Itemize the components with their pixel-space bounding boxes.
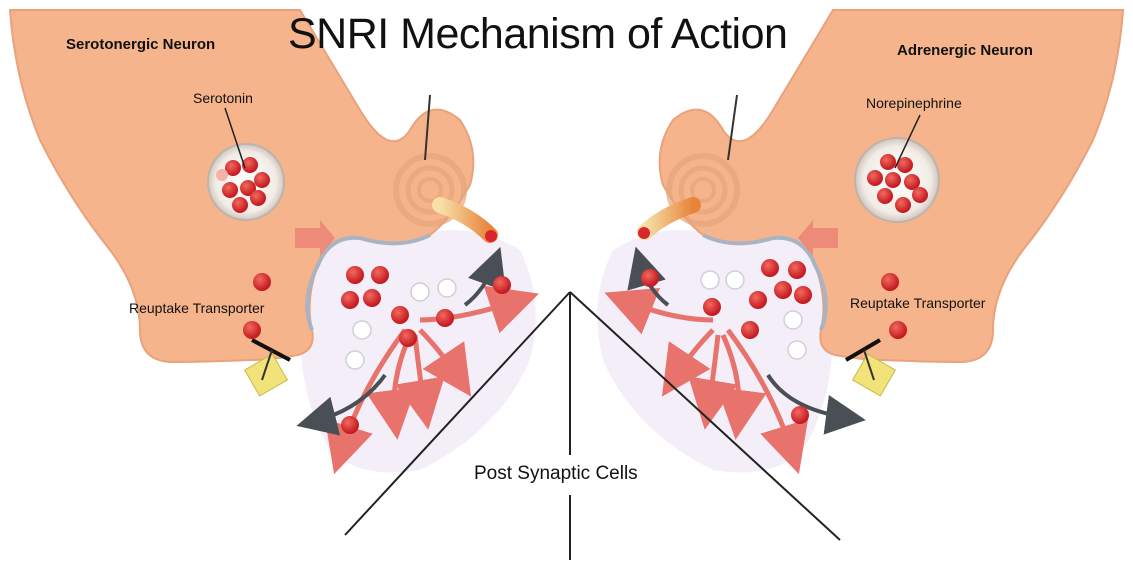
- serotonin-label: Serotonin: [193, 90, 253, 106]
- norepinephrine-label: Norepinephrine: [866, 95, 962, 111]
- adrenergic-neuron-label: Adrenergic Neuron: [897, 42, 1033, 59]
- page-title: SNRI Mechanism of Action: [288, 10, 787, 59]
- serotonergic-neuron-label: Serotonergic Neuron: [66, 36, 215, 53]
- reuptake-transporter-label-right: Reuptake Transporter: [850, 295, 985, 311]
- post-synaptic-cells-label: Post Synaptic Cells: [474, 463, 638, 485]
- reuptake-transporter-label-left: Reuptake Transporter: [129, 300, 264, 316]
